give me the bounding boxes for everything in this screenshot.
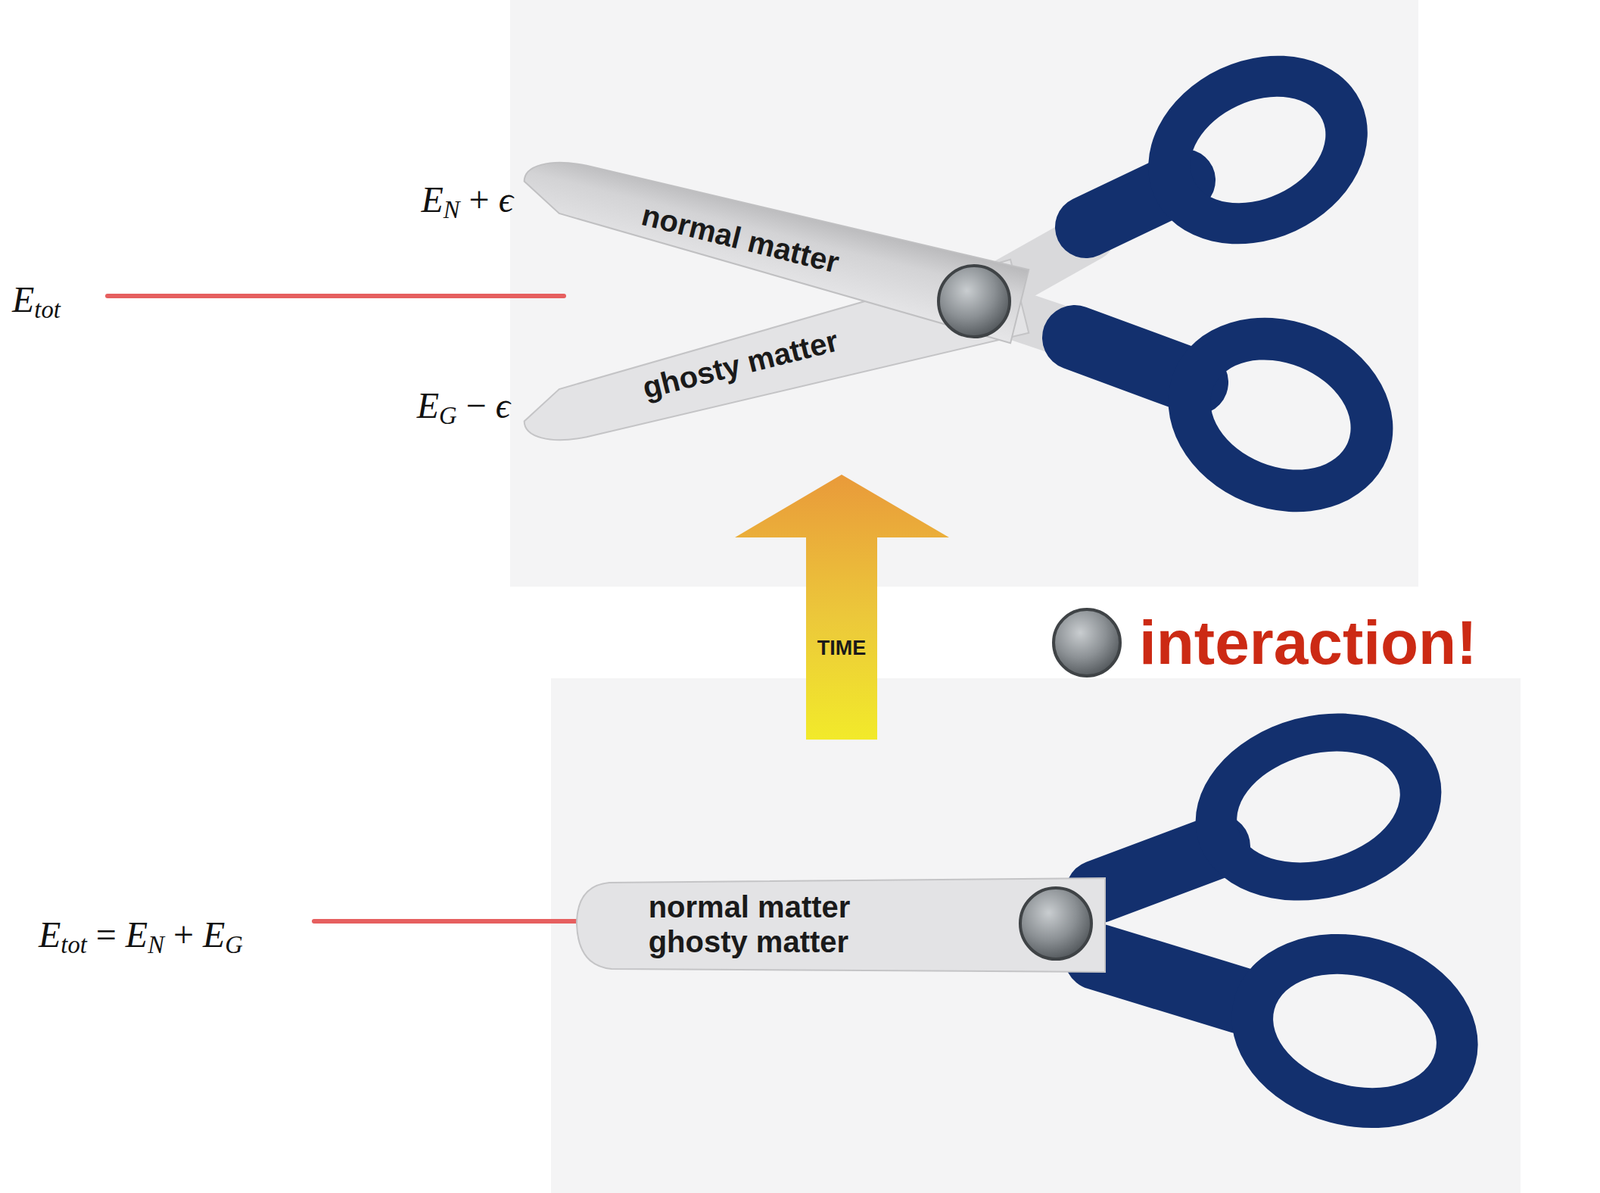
math-symbol: E bbox=[420, 179, 443, 220]
handle-ring bbox=[1174, 686, 1464, 927]
closed-scissors bbox=[576, 686, 1501, 1155]
math-subscript: tot bbox=[34, 295, 60, 324]
math-subscript: G bbox=[438, 401, 458, 430]
energy-label: EN + ϵ bbox=[420, 178, 514, 221]
energy-label: Etot bbox=[12, 278, 61, 321]
math-symbol: ϵ bbox=[495, 385, 511, 426]
handle-sleeve bbox=[1097, 846, 1219, 892]
time-arrow bbox=[734, 474, 950, 740]
node-text: TIME bbox=[817, 636, 867, 660]
math-subscript: N bbox=[147, 930, 165, 959]
pivot-rivet bbox=[938, 265, 1010, 337]
math-symbol: E bbox=[12, 279, 35, 320]
math-symbol: E bbox=[125, 914, 148, 955]
math-symbol: E bbox=[417, 385, 439, 426]
rivet-icon bbox=[1053, 609, 1121, 676]
upper-blade bbox=[514, 146, 1030, 343]
handle-ring bbox=[1117, 21, 1399, 280]
open-scissors bbox=[514, 21, 1423, 545]
energy-line bbox=[107, 293, 564, 299]
closed-blade bbox=[576, 877, 1106, 972]
math-symbol: E bbox=[202, 914, 225, 955]
energy-line bbox=[314, 918, 577, 924]
node-text: ghosty matter bbox=[648, 924, 851, 959]
lower-blade bbox=[514, 259, 1030, 457]
closed-blade-label: normal matterghosty matter bbox=[648, 889, 851, 959]
math-symbol: E bbox=[38, 914, 61, 955]
handle-ring bbox=[1209, 907, 1500, 1155]
bottom-panel bbox=[550, 678, 1521, 1193]
math-symbol: ϵ bbox=[498, 179, 514, 220]
handle-sleeve bbox=[1097, 956, 1242, 1001]
node-text: normal matter bbox=[648, 889, 851, 925]
energy-label: Etot = EN + EG bbox=[38, 913, 243, 956]
math-subscript: N bbox=[443, 196, 461, 224]
math-subscript: G bbox=[224, 930, 243, 959]
handle-ring bbox=[1139, 284, 1423, 545]
interaction-label: interaction! bbox=[1139, 607, 1477, 679]
math-subscript: tot bbox=[60, 930, 87, 959]
pivot-rivet bbox=[1020, 887, 1092, 959]
time-arrow-label: TIME bbox=[817, 636, 867, 660]
energy-label: EG − ϵ bbox=[417, 384, 511, 427]
